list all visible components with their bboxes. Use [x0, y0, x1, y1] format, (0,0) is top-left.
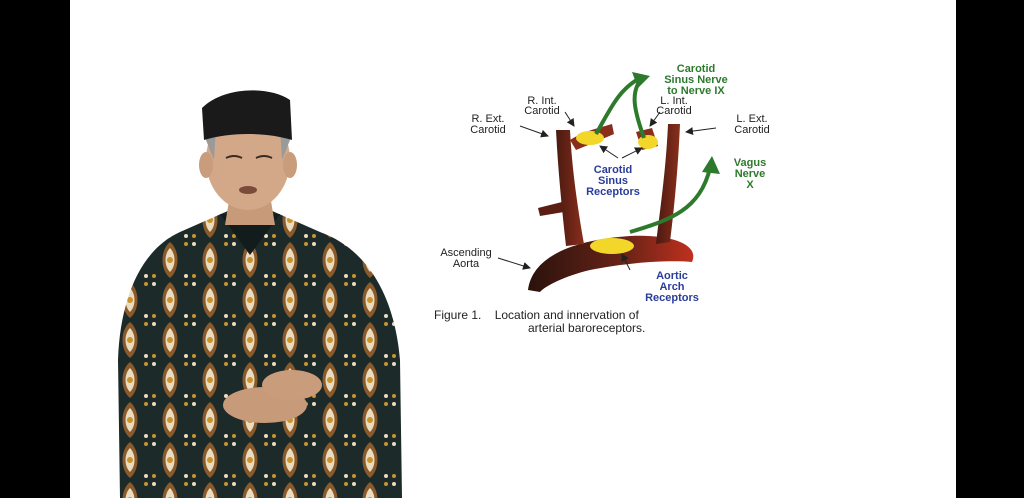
- aortic-arch-vessel: [528, 235, 694, 292]
- label-carotid-sinus-nerve: Carotid Sinus Nerve to Nerve IX: [664, 63, 728, 97]
- label-r-int-carotid: R. Int. Carotid: [524, 95, 559, 117]
- svg-text:Receptors: Receptors: [586, 186, 640, 198]
- svg-text:Arch: Arch: [659, 281, 684, 293]
- svg-text:Sinus Nerve: Sinus Nerve: [664, 74, 728, 86]
- label-aortic-arch-receptors: Aortic Arch Receptors: [645, 270, 699, 304]
- svg-text:arterial baroreceptors.: arterial baroreceptors.: [528, 321, 645, 335]
- label-ascending-aorta: Ascending Aorta: [440, 247, 491, 270]
- svg-text:Receptors: Receptors: [645, 292, 699, 304]
- aortic-arch-receptors: [590, 238, 634, 254]
- left-carotid-vessel: [656, 124, 680, 244]
- label-vagus-nerve: Vagus Nerve X: [734, 157, 766, 191]
- label-carotid-sinus-receptors: Carotid Sinus Receptors: [586, 164, 640, 198]
- svg-text:Sinus: Sinus: [598, 175, 628, 187]
- vagus-nerve-arrow: [629, 156, 720, 234]
- svg-text:Nerve: Nerve: [735, 168, 766, 180]
- svg-text:Carotid: Carotid: [594, 164, 633, 176]
- presenter-image: [118, 90, 402, 498]
- video-content[interactable]: Carotid Sinus Nerve to Nerve IX R. Int. …: [70, 0, 956, 498]
- baroreceptor-figure: Carotid Sinus Nerve to Nerve IX R. Int. …: [434, 63, 770, 335]
- svg-text:Figure 1. Location and inne: Figure 1. Location and innervation of: [434, 308, 639, 322]
- label-l-ext-carotid: L. Ext. Carotid: [734, 113, 769, 136]
- svg-text:to Nerve IX: to Nerve IX: [667, 85, 725, 97]
- svg-text:Aortic: Aortic: [656, 270, 688, 282]
- svg-text:Vagus: Vagus: [734, 157, 766, 169]
- svg-text:Carotid: Carotid: [677, 63, 716, 75]
- svg-text:X: X: [746, 179, 754, 191]
- svg-text:Carotid: Carotid: [470, 124, 505, 136]
- svg-text:Carotid: Carotid: [656, 105, 691, 117]
- svg-text:Carotid: Carotid: [524, 105, 559, 117]
- carotid-sinus-nerve-arrow: [594, 72, 650, 139]
- svg-text:Aorta: Aorta: [453, 258, 480, 270]
- right-carotid-vessel: [556, 130, 584, 246]
- svg-text:Carotid: Carotid: [734, 124, 769, 136]
- label-l-int-carotid: L. Int. Carotid: [656, 95, 691, 117]
- figure-caption: Figure 1. Location and innervation of ar…: [434, 308, 645, 335]
- svg-text:L. Int.: L. Int.: [660, 95, 688, 107]
- svg-text:L. Ext.: L. Ext.: [736, 113, 767, 125]
- svg-text:R. Ext.: R. Ext.: [471, 113, 504, 125]
- svg-text:Ascending: Ascending: [440, 247, 491, 259]
- svg-text:R. Int.: R. Int.: [527, 95, 556, 107]
- label-r-ext-carotid: R. Ext. Carotid: [470, 113, 505, 136]
